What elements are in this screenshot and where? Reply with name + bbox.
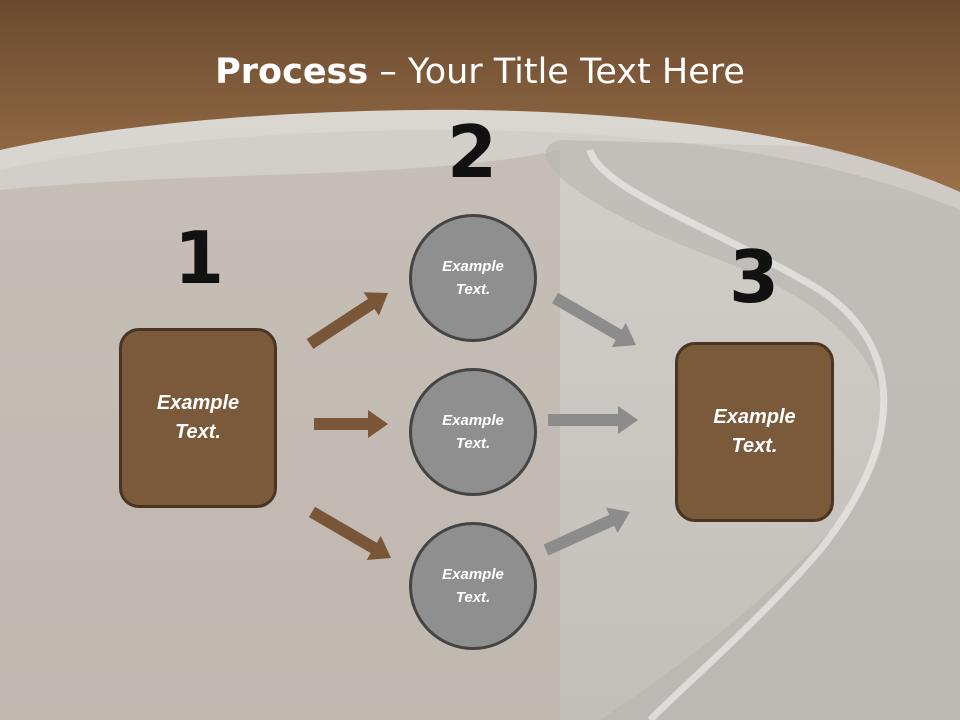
- arrow-bottom-to-right: [543, 507, 630, 556]
- arrow-middle-to-right: [548, 406, 638, 434]
- arrows-to-circles: [306, 292, 391, 561]
- page-title: Process – Your Title Text Here: [0, 52, 960, 92]
- step-number-1: 1: [173, 216, 225, 300]
- arrow-left-to-middle: [314, 410, 388, 438]
- banner-edge: [0, 109, 960, 210]
- left-box[interactable]: Example Text.: [119, 328, 277, 508]
- circle-bottom[interactable]: Example Text.: [409, 522, 537, 650]
- right-box-text: Example Text.: [713, 406, 796, 457]
- circle-bottom-text: Example Text.: [442, 566, 504, 606]
- title-separator: –: [368, 52, 408, 92]
- title-bold: Process: [215, 52, 369, 92]
- step-number-3: 3: [728, 235, 780, 319]
- circle-middle[interactable]: Example Text.: [409, 368, 537, 496]
- right-box[interactable]: Example Text.: [675, 342, 834, 522]
- circle-top-text: Example Text.: [442, 258, 504, 298]
- arrow-left-to-top: [306, 292, 388, 350]
- arrows-to-right-box: [543, 292, 638, 556]
- left-box-text: Example Text.: [156, 392, 240, 443]
- title-rest: Your Title Text Here: [407, 52, 745, 92]
- title-banner: [0, 0, 960, 192]
- step-number-2: 2: [446, 110, 498, 194]
- arrow-top-to-right: [551, 292, 636, 348]
- circle-top[interactable]: Example Text.: [409, 214, 537, 342]
- arrow-left-to-bottom: [308, 506, 391, 561]
- circle-middle-text: Example Text.: [442, 412, 504, 452]
- road-line: [586, 148, 888, 720]
- road: [545, 140, 960, 720]
